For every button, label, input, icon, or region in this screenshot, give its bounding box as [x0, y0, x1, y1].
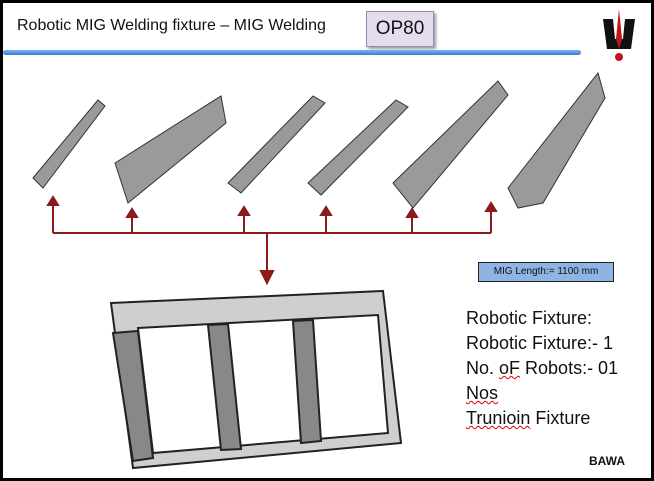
- info-line: No. oF Robots:- 01: [466, 356, 618, 381]
- text: Nos: [466, 383, 499, 403]
- parts-diagram: [32, 71, 606, 470]
- slide-title: Robotic MIG Welding fixture – MIG Weldin…: [17, 17, 326, 34]
- part-4: [307, 99, 409, 196]
- info-line: Trunioin Fixture: [466, 406, 618, 431]
- trunnion-fixture: [109, 289, 403, 470]
- part-6: [507, 71, 606, 209]
- text: oF: [499, 358, 521, 378]
- info-line: Nos: [466, 381, 618, 406]
- arrows: [46, 195, 498, 286]
- part-5: [392, 80, 509, 209]
- text: Fixture: [530, 408, 591, 428]
- slide: Robotic MIG Welding fixture – MIG Weldin…: [3, 3, 651, 478]
- text: Robots:- 01: [520, 358, 619, 378]
- text: Trunioin: [466, 408, 531, 428]
- info-line: Robotic Fixture:- 1: [466, 333, 614, 353]
- up-arrows: [46, 195, 498, 233]
- fixture-info: Robotic Fixture: Robotic Fixture:- 1 No.…: [466, 306, 618, 431]
- info-line: Robotic Fixture:: [466, 308, 593, 328]
- company-logo-icon: [603, 9, 635, 61]
- mig-length-label: MIG Length:= 1100 mm: [478, 262, 614, 282]
- part-1: [32, 99, 106, 189]
- op-badge: OP80: [366, 11, 434, 47]
- part-3: [227, 95, 326, 194]
- footer-brand: BAWA: [589, 454, 625, 468]
- part-2: [114, 95, 227, 204]
- title-underline: [3, 50, 581, 55]
- text: No.: [466, 358, 500, 378]
